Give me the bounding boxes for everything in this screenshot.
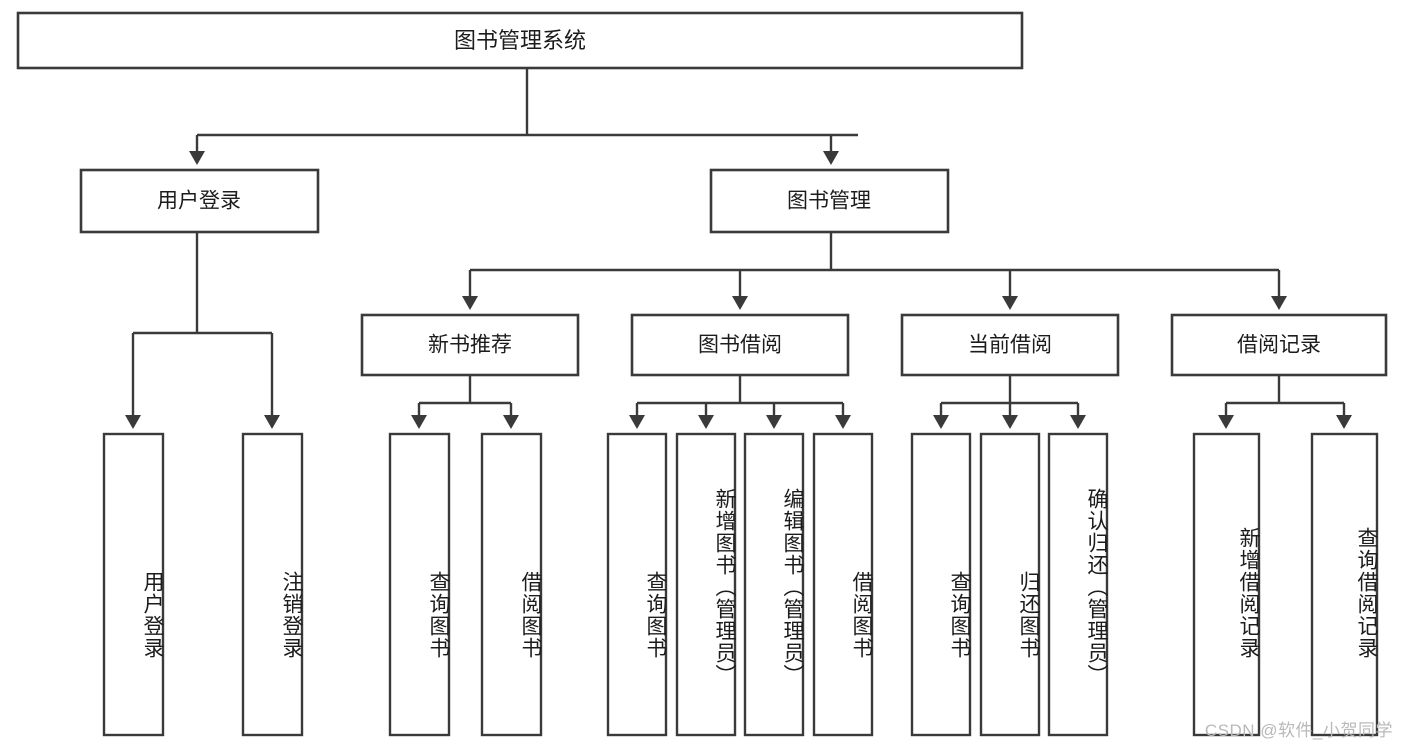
- node-book-management[interactable]: 图书管理: [709, 168, 950, 234]
- node-new-book-recommend-label: 新书推荐: [428, 334, 512, 357]
- edges-root-to-level2: [189, 68, 858, 165]
- node-current-borrow[interactable]: 当前借阅: [900, 313, 1120, 377]
- edges-bookborrow-to-leaves: [629, 375, 851, 429]
- csdn-watermark: CSDN @软件_小贺同学: [1204, 721, 1393, 740]
- leaf-add-book-admin[interactable]: [675, 432, 737, 737]
- leaf-borrow-book-newbook[interactable]: [480, 432, 543, 737]
- leaf-return-book[interactable]: [979, 432, 1041, 737]
- leaf-borrow-book[interactable]: [812, 432, 874, 737]
- node-borrow-record[interactable]: 借阅记录: [1170, 313, 1388, 377]
- edges-currentborrow-to-leaves: [933, 375, 1086, 429]
- leaf-query-book-borrow[interactable]: [606, 432, 668, 737]
- node-root-label: 图书管理系统: [454, 28, 586, 53]
- leaf-edit-book-admin[interactable]: [743, 432, 805, 737]
- leaf-user-login[interactable]: [102, 432, 165, 737]
- edges-bookmgmt-to-level3: [462, 232, 1287, 310]
- node-user-login[interactable]: 用户登录: [79, 168, 320, 234]
- node-new-book-recommend[interactable]: 新书推荐: [360, 313, 580, 377]
- leaf-add-borrow-record[interactable]: [1192, 432, 1261, 737]
- leaf-logout[interactable]: [241, 432, 304, 737]
- node-current-borrow-label: 当前借阅: [968, 334, 1052, 357]
- node-book-management-label: 图书管理: [787, 190, 871, 213]
- node-borrow-record-label: 借阅记录: [1237, 334, 1321, 357]
- node-user-login-label: 用户登录: [157, 190, 241, 213]
- node-root[interactable]: 图书管理系统: [16, 11, 1024, 70]
- leaf-confirm-return-admin[interactable]: [1047, 432, 1109, 737]
- node-book-borrow-label: 图书借阅: [698, 334, 782, 357]
- leaf-query-book-current[interactable]: [910, 432, 972, 737]
- edges-userlogin-to-leaves: [125, 232, 280, 429]
- edges-newbook-to-leaves: [411, 375, 519, 429]
- edges-borrowrecord-to-leaves: [1218, 375, 1352, 429]
- node-book-borrow[interactable]: 图书借阅: [630, 313, 850, 377]
- leaf-query-book-newbook[interactable]: [388, 432, 451, 737]
- leaf-query-borrow-record[interactable]: [1310, 432, 1379, 737]
